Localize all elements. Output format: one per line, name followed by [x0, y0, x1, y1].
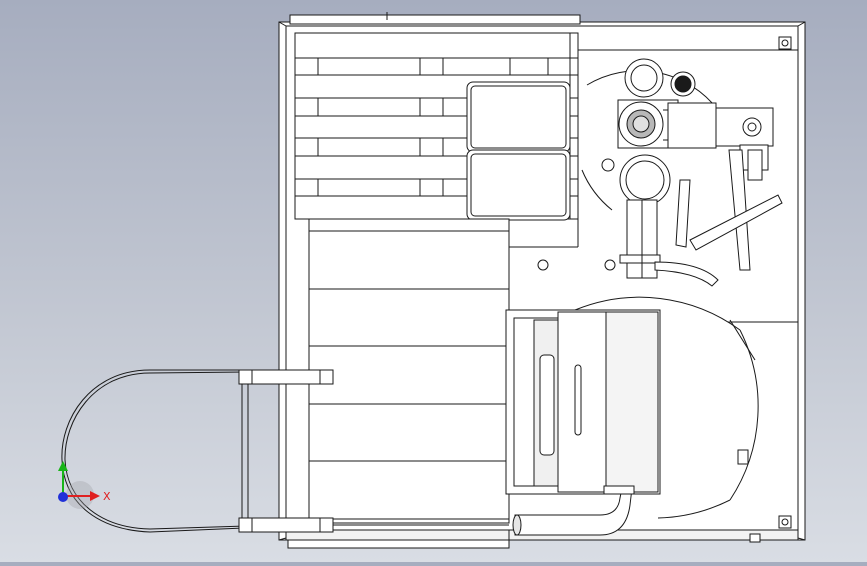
handle-bar[interactable] — [238, 369, 334, 533]
door-assembly — [505, 309, 661, 495]
filter-box-upper — [466, 81, 571, 153]
gearbox — [667, 102, 774, 181]
port-flange-lower — [619, 154, 671, 206]
tension-arm — [675, 149, 783, 271]
corner-bolt-top-right — [778, 36, 792, 50]
main-drum — [574, 296, 798, 519]
upper-drum-mechanism — [537, 49, 798, 287]
vertical-duct — [619, 199, 661, 279]
cable-loop — [61, 369, 247, 533]
filter-box-lower — [466, 149, 571, 221]
coordinate-triad: X — [58, 461, 111, 509]
port-flange-top — [624, 58, 664, 98]
black-port — [670, 71, 696, 97]
elbow-pipe — [512, 485, 635, 536]
x-axis-label: X — [103, 490, 111, 503]
corner-bolt-bottom-right — [778, 515, 792, 529]
z-axis-dot — [58, 492, 68, 502]
lower-slatted-panel — [288, 218, 510, 526]
